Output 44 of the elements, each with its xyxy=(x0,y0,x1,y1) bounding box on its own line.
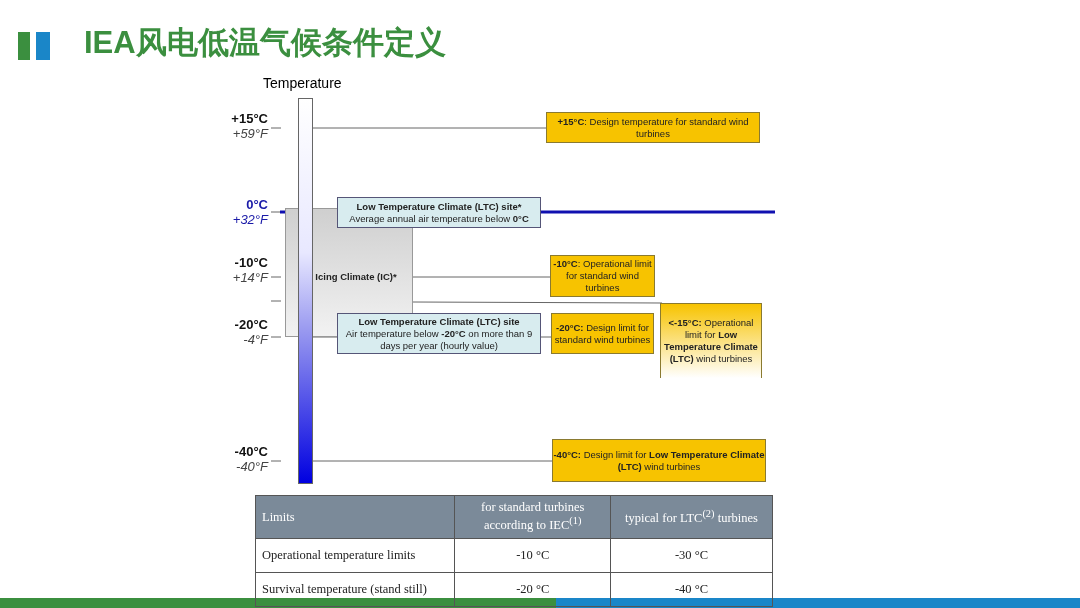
fahrenheit-label: +32°F xyxy=(231,212,268,227)
table-cell: -10 °C xyxy=(454,538,611,573)
box-text: <-15°C: Operational limit for Low Temperature Climate (LTC) wind turbines xyxy=(663,317,759,365)
site-definition-box xyxy=(337,197,541,228)
box-text: -10°C: Operational limit for standard wind turbines xyxy=(552,258,653,294)
connector-line xyxy=(412,276,551,278)
connector-line xyxy=(312,460,553,462)
celsius-label: -20°C xyxy=(233,317,268,332)
limit-box xyxy=(551,313,654,354)
box-text: Average annual air temperature below 0°C xyxy=(349,212,529,225)
region-label: Icing Climate (IC)* xyxy=(315,271,397,283)
fahrenheit-label: +59°F xyxy=(231,126,268,141)
table-cell: Survival temperature (stand still) xyxy=(255,572,455,607)
limit-box xyxy=(660,303,762,378)
connector-line xyxy=(312,127,547,129)
connector-line xyxy=(540,336,552,338)
limit-box xyxy=(552,439,766,482)
table-cell: Operational temperature limits xyxy=(255,538,455,573)
box-text: -20°C: Design limit for standard wind turbines xyxy=(553,321,652,346)
fahrenheit-label: -40°F xyxy=(235,459,268,474)
celsius-label: 0°C xyxy=(245,197,268,212)
box-heading: Low Temperature Climate (LTC) site* xyxy=(356,200,522,213)
celsius-label: +15°C xyxy=(230,111,268,126)
celsius-label: -10°C xyxy=(233,255,268,270)
thermometer-bar xyxy=(298,98,313,484)
axis-title: Temperature xyxy=(263,75,342,91)
box-text: Air temperature below -20°C on more than 9 days per year (hourly value) xyxy=(344,327,534,352)
table-cell: -20 °C xyxy=(454,572,611,607)
site-definition-box xyxy=(337,313,541,354)
box-text: -40°C: Design limit for Low Temperature Climate (LTC) wind turbines xyxy=(553,448,765,473)
box-text: +15°C: Design temperature for standard wind turbines xyxy=(556,115,750,140)
fahrenheit-label: +14°F xyxy=(231,270,268,285)
header-cell: Limits xyxy=(255,495,455,539)
page-title: IEA风电低温气候条件定义 xyxy=(84,24,446,62)
limit-box xyxy=(546,112,760,143)
header-cell: typical for LTC$^{(2)}$ turbines xyxy=(610,495,773,539)
connector-line xyxy=(412,301,663,304)
celsius-label: -40°C xyxy=(233,444,268,459)
table-cell: -30 °C xyxy=(610,538,773,573)
fahrenheit-label: -4°F xyxy=(242,332,268,347)
connector-line xyxy=(312,336,338,338)
table-cell: -40 °C xyxy=(610,572,773,607)
box-heading: Low Temperature Climate (LTC) site xyxy=(358,315,520,328)
header-cell: for standard turbines according to IEC$^{(1)}$ xyxy=(454,495,611,539)
